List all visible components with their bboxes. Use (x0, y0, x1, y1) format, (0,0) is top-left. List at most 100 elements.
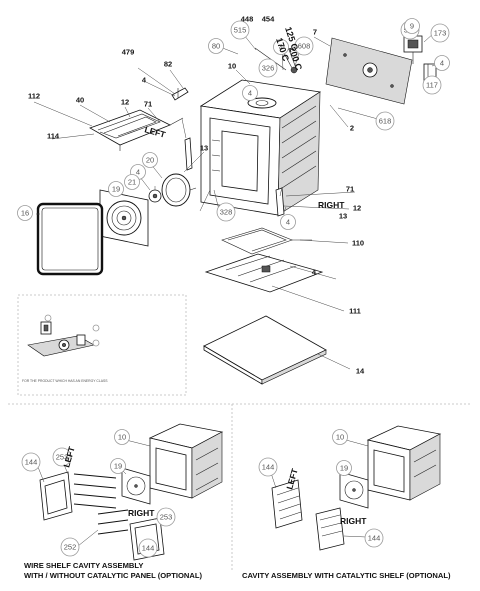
callout-part-2: 2 (350, 124, 354, 133)
callout-circle (364, 528, 384, 548)
callout-part-326: 326 (258, 58, 278, 78)
wire-shelf-callout-252: 252 (60, 537, 80, 557)
callout-part-173: 173 (430, 23, 450, 43)
wire-shelf-fan-cover (121, 467, 151, 505)
wire-shelf-callout-253: 253 (52, 447, 72, 467)
wire-shelf-callout-253: 253 (156, 507, 176, 527)
right-label-main: RIGHT (318, 200, 345, 210)
callout-circle (422, 75, 442, 95)
callout-number: 2 (350, 124, 354, 133)
callout-part-12: 12 (353, 204, 361, 213)
caption-catalytic: CAVITY ASSEMBLY WITH CATALYTIC SHELF (OP… (242, 571, 451, 580)
callout-part-114: 114 (47, 132, 60, 141)
callout-number: 110 (352, 239, 364, 248)
callout-number: 12 (353, 204, 361, 213)
callout-part-608: 608 (294, 36, 314, 56)
callout-number: 608 (298, 42, 311, 51)
callout-number: 9 (410, 22, 414, 31)
callout-number: 19 (112, 185, 120, 194)
wire-shelf-cavity (148, 423, 224, 499)
callout-number: 80 (212, 42, 220, 51)
callout-circle (230, 20, 250, 40)
callout-circle (404, 18, 420, 34)
oven-cavity (199, 79, 322, 216)
caption-wire-line2: WITH / WITHOUT CATALYTIC PANEL (OPTIONAL… (24, 571, 202, 580)
callout-number: 20 (146, 156, 154, 165)
callout-number: 173 (434, 29, 447, 38)
bottom-plate (204, 253, 324, 293)
callout-circle (273, 39, 289, 55)
rear-panel (325, 37, 413, 105)
wire-shelf-callout-19: 19 (110, 458, 126, 474)
grill-element (89, 109, 184, 151)
callout-number: 117 (426, 81, 438, 90)
callout-circle (110, 458, 126, 474)
callout-part-14: 14 (356, 367, 365, 376)
callout-number: 253 (160, 513, 173, 522)
callout-number: 4 (142, 76, 147, 85)
callout-part-20: 20 (142, 152, 158, 168)
catalytic-left-shelf (271, 479, 303, 529)
catalytic-fan-cover (339, 471, 369, 509)
callout-number: 326 (262, 64, 275, 73)
right-label-wire: RIGHT (128, 508, 155, 518)
callout-circle (60, 537, 80, 557)
callout-part-13: 13 (200, 144, 208, 153)
catalytic-callout-144: 144 (364, 528, 384, 548)
leader-lines (33, 29, 443, 370)
fan-blade (148, 189, 162, 203)
callout-part-111: 111 (349, 307, 361, 316)
callout-part-71: 71 (144, 100, 152, 109)
callout-number: 10 (336, 433, 344, 442)
callout-number: 448 (241, 15, 254, 24)
callout-circle (142, 152, 158, 168)
callout-part-454: 454 (262, 15, 275, 24)
callout-part-4: 4 (312, 268, 317, 277)
callout-part-40: 40 (76, 96, 84, 105)
inset-note: FOR THE PRODUCT WHICH HAS AN ENERGY CLAS… (22, 379, 108, 383)
callout-circle (17, 205, 33, 221)
callout-circle (280, 214, 296, 230)
callout-circle (124, 174, 140, 190)
callout-part-110: 110 (352, 239, 364, 248)
callout-number: 515 (234, 26, 247, 35)
callout-part-19: 19 (108, 181, 124, 197)
callout-circle (258, 457, 278, 477)
callout-circle (332, 429, 348, 445)
callout-part-80: 80 (208, 38, 224, 54)
door-seal (36, 202, 104, 276)
callout-number: 479 (122, 48, 135, 57)
callout-circle (108, 181, 124, 197)
callout-part-4: 4 (273, 39, 289, 55)
catalytic-right-shelf (315, 507, 345, 551)
callout-part-4: 4 (242, 85, 258, 101)
callout-number: 4 (279, 43, 283, 52)
wire-shelf-callout-10: 10 (114, 429, 130, 445)
callout-circle (258, 58, 278, 78)
wire-shelf-callout-144: 144 (138, 538, 158, 558)
callout-number: 4 (286, 218, 290, 227)
right-rail (275, 187, 285, 217)
callout-number: 144 (368, 534, 381, 543)
callout-part-112: 112 (28, 92, 40, 101)
callout-circle (156, 507, 176, 527)
callout-part-4: 4 (280, 214, 296, 230)
callout-number: 40 (76, 96, 84, 105)
catalytic-callout-10: 10 (332, 429, 348, 445)
callout-number: 12 (121, 98, 129, 107)
callout-number: 4 (248, 89, 252, 98)
wire-shelf-callout-144: 144 (21, 452, 41, 472)
callout-circle (138, 538, 158, 558)
callout-circle (52, 447, 72, 467)
callout-part-82: 82 (164, 60, 172, 69)
callout-number: 13 (200, 144, 208, 153)
callout-circle (114, 429, 130, 445)
callout-circle (430, 23, 450, 43)
callout-number: 19 (114, 462, 122, 471)
callout-number: 10 (118, 433, 126, 442)
callout-part-328: 328 (216, 202, 236, 222)
energy-class-inset: FOR THE PRODUCT WHICH HAS AN ENERGY CLAS… (17, 294, 187, 396)
catalytic-callout-144: 144 (258, 457, 278, 477)
callout-part-71: 71 (346, 185, 354, 194)
callout-number: 4 (136, 168, 140, 177)
